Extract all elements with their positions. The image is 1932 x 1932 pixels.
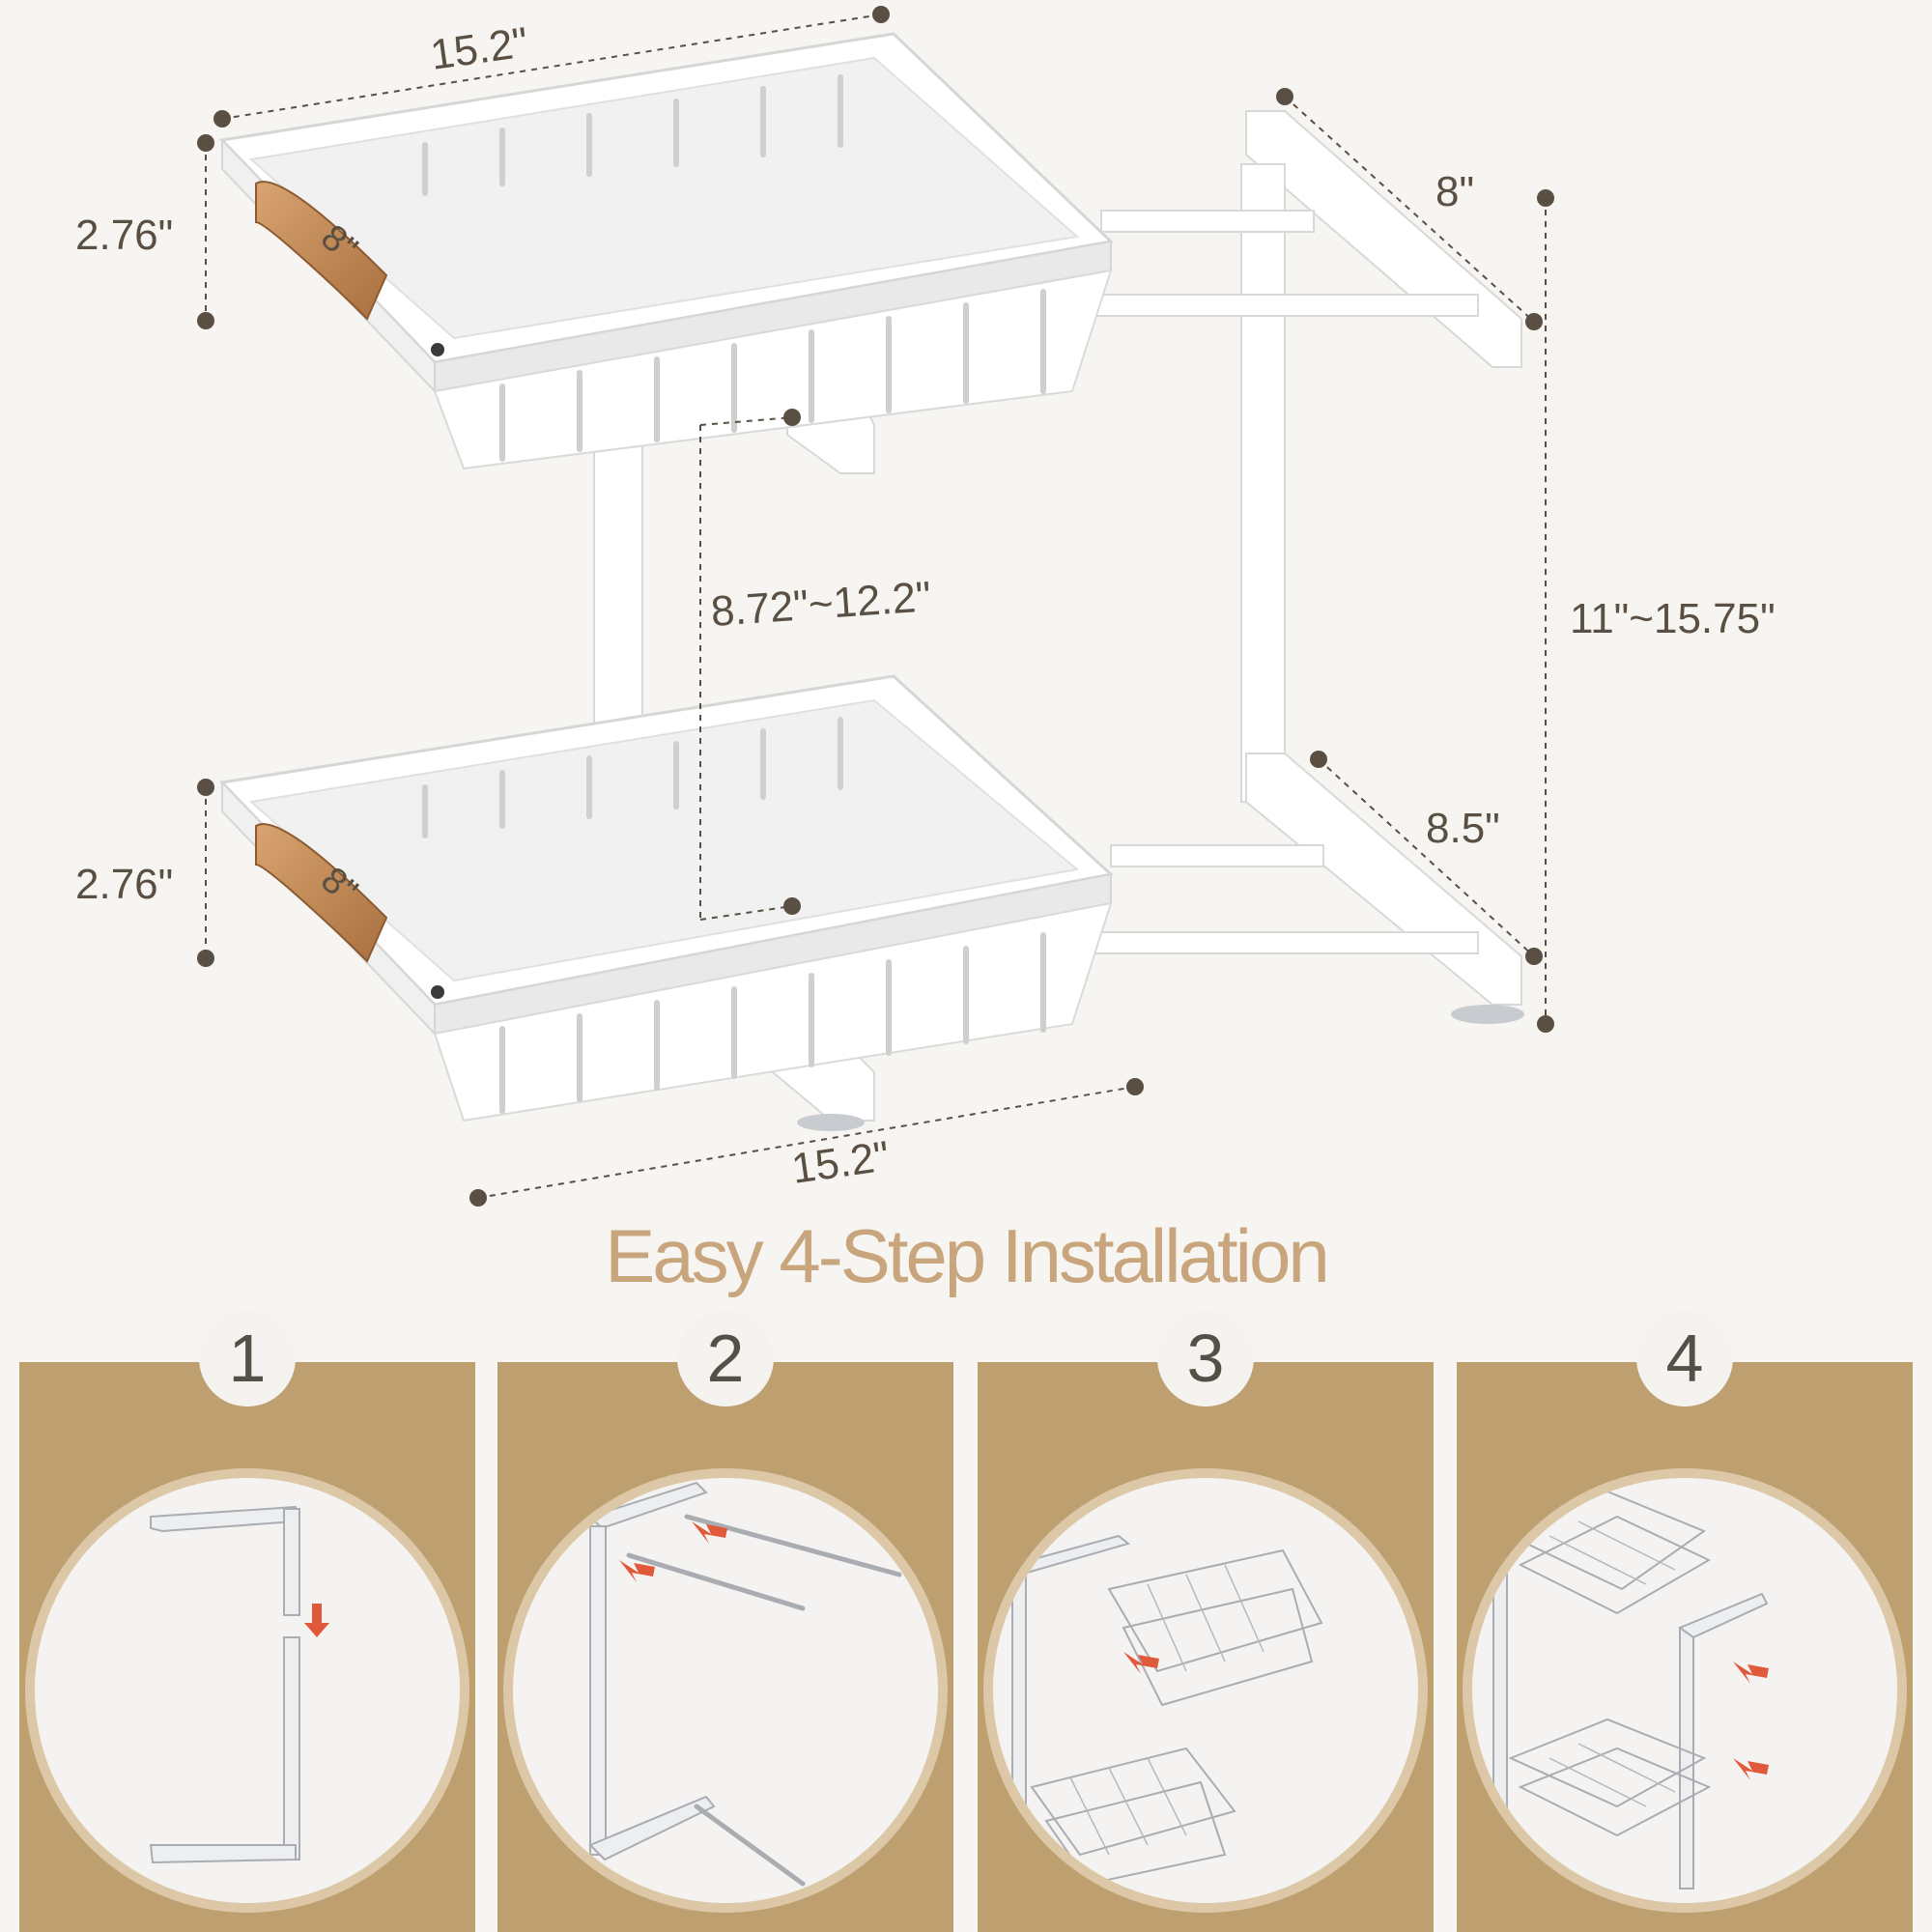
rod-insertion-drawing [588,1481,902,1887]
dim-gap-range: 8.72"~12.2" [709,573,932,636]
step-4-panel: 4 [1457,1310,1913,1932]
upper-basket [218,32,1115,470]
dim-top-width: 15.2" [428,18,531,79]
dimension-lines [205,14,1547,1199]
dim-bottom-height: 2.76" [75,861,173,908]
dim-total-height: 11"~15.75" [1570,595,1776,642]
arrow-icon [619,1521,727,1582]
step-number: 1 [199,1310,296,1406]
dim-top-depth: 8" [1435,168,1474,215]
lower-basket [218,674,1115,1122]
dim-bottom-depth: 8.5" [1426,805,1500,852]
frame-assembly-drawing [149,1505,329,1864]
step-2-panel: 2 [497,1310,953,1932]
dim-top-height: 2.76" [75,212,173,259]
arrow-icon [304,1604,329,1637]
step-number: 3 [1157,1310,1254,1406]
basket-insertion-drawing [1009,1534,1323,1887]
dim-bottom-width: 15.2" [789,1132,893,1193]
step-3-panel: 3 [978,1310,1434,1932]
step-number: 2 [677,1310,774,1406]
arrow-icon [1733,1662,1769,1780]
rack-frame [593,110,1522,1122]
step-4-illustration [1472,1478,1897,1903]
step-1-illustration [35,1478,460,1903]
step-3-illustration [993,1478,1418,1903]
step-number: 4 [1636,1310,1733,1406]
installation-title: Easy 4-Step Installation [605,1213,1329,1298]
step-1-panel: 1 [19,1310,475,1932]
step-2-illustration [513,1478,938,1903]
final-assembly-drawing [1492,1486,1769,1889]
arrow-icon [1051,1652,1159,1887]
dimension-dots [197,6,1554,1207]
